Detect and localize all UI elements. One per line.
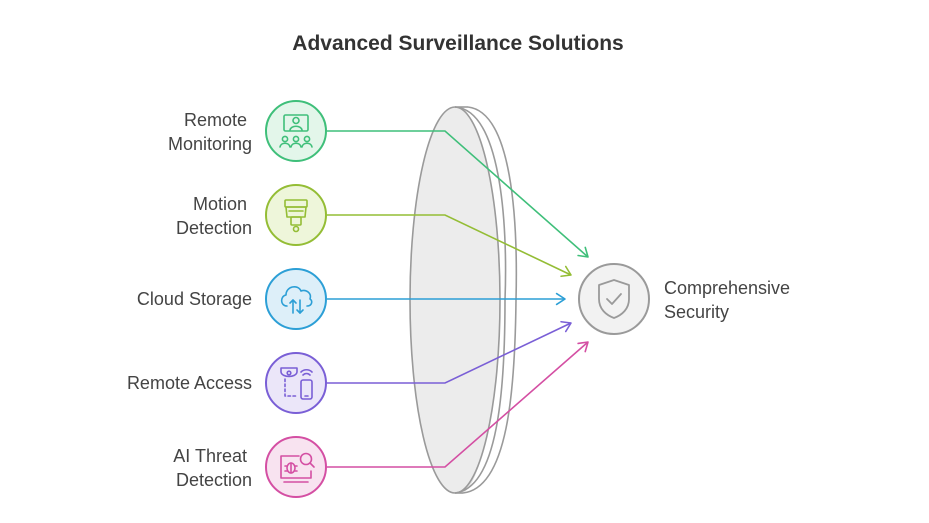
connector-line	[327, 130, 589, 258]
svg-text:Cloud Storage: Cloud Storage	[137, 289, 252, 309]
motion-sensor-icon	[284, 199, 308, 233]
connectors	[327, 130, 589, 468]
node-label-line: AI Threat	[173, 446, 247, 466]
node-label-line: Motion	[193, 194, 247, 214]
connector-line	[327, 341, 589, 468]
node-circle	[265, 436, 327, 498]
node-comprehensive-security: Comprehensive Security	[578, 263, 795, 335]
cloud-upload-icon	[280, 286, 313, 314]
connector-arrowhead	[560, 320, 572, 333]
output-label-line: Security	[664, 302, 729, 322]
connector-arrowhead	[577, 246, 589, 258]
connector-line	[327, 322, 572, 384]
node-remote-monitoring: Remote Monitoring	[168, 100, 327, 162]
node-cloud-storage: Cloud Storage	[137, 268, 327, 330]
node-remote-access: Remote Access	[127, 352, 327, 414]
bug-search-icon	[280, 452, 315, 483]
node-label-line: Remote Access	[127, 373, 252, 393]
node-label-line: Detection	[176, 470, 252, 490]
connector-arrowhead	[577, 341, 589, 353]
node-circle	[265, 268, 327, 330]
svg-text:Comprehensive Security: Comprehensive Security	[664, 278, 795, 322]
svg-text:Remote Monitoring: Remote Monitoring	[168, 110, 252, 154]
node-label-line: Detection	[176, 218, 252, 238]
svg-text:Motion Detection: Motion Detection	[176, 194, 252, 238]
lens-shape	[409, 106, 518, 494]
svg-text:AI Threat Detection: AI Threat Detection	[173, 446, 252, 490]
connector-arrowhead	[555, 292, 566, 306]
connector-line	[327, 214, 572, 276]
node-ai-threat-detection: AI Threat Detection	[173, 436, 327, 498]
input-nodes: Remote Monitoring Motion Detection	[127, 100, 327, 498]
monitoring-icon	[279, 114, 313, 148]
diagram-title: Advanced Surveillance Solutions	[292, 32, 623, 55]
connector-arrowhead	[560, 265, 572, 278]
node-label-line: Cloud Storage	[137, 289, 252, 309]
svg-text:Remote Access: Remote Access	[127, 373, 252, 393]
node-circle	[265, 184, 327, 246]
node-motion-detection: Motion Detection	[176, 184, 327, 246]
output-label-line: Comprehensive	[664, 278, 790, 298]
shield-check-icon	[598, 279, 630, 319]
node-circle	[265, 352, 327, 414]
output-circle	[578, 263, 650, 335]
camera-phone-icon	[280, 367, 313, 400]
node-label-line: Monitoring	[168, 134, 252, 154]
node-label-line: Remote	[184, 110, 247, 130]
